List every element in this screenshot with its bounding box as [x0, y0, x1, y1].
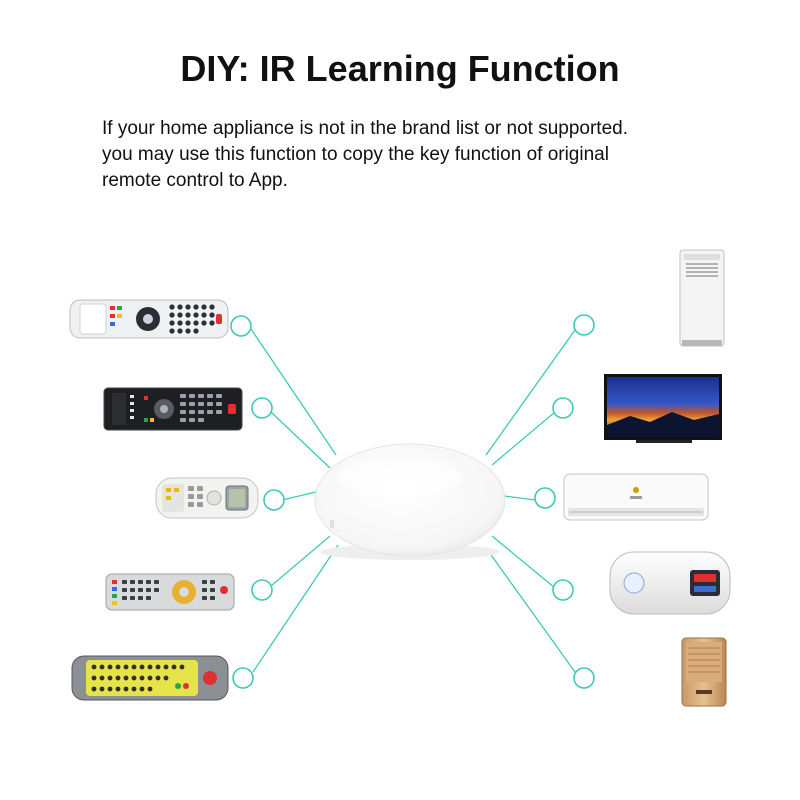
remote-control-1-icon [69, 299, 229, 339]
connector-line [281, 491, 317, 501]
description-line: If your home appliance is not in the bra… [102, 118, 628, 139]
remote-control-4-icon [71, 655, 229, 701]
connector-node [573, 314, 595, 336]
connector-line [250, 328, 337, 456]
television-icon [604, 374, 722, 443]
description: If your home appliance is not in the bra… [102, 116, 722, 194]
connector-node [230, 315, 252, 337]
connector-node [232, 667, 254, 689]
connector-line [485, 329, 576, 456]
ac-remote-control-icon [155, 477, 259, 519]
connector-node [573, 667, 595, 689]
connector-node [263, 489, 285, 511]
remote-control-2-icon [103, 387, 243, 431]
connector-line [491, 411, 556, 466]
connector-line [270, 535, 331, 587]
ir-blaster-hub [314, 443, 506, 560]
air-purifier-icon [681, 637, 727, 707]
connector-node [552, 579, 574, 601]
remote-control-3-icon [105, 573, 235, 611]
page-title: DIY: IR Learning Function [180, 48, 620, 89]
connector-line [485, 547, 576, 673]
water-heater-icon [609, 551, 731, 615]
description-line: you may use this function to copy the ke… [102, 144, 609, 165]
connector-circles [230, 314, 595, 689]
connector-line [252, 544, 339, 673]
connector-lines [250, 328, 576, 673]
split-air-conditioner-icon [563, 473, 709, 521]
connector-node [534, 487, 556, 509]
connector-line [491, 535, 556, 589]
connector-node [552, 397, 574, 419]
connector-node [251, 579, 273, 601]
connector-node [251, 397, 273, 419]
connector-line [503, 495, 536, 501]
description-line: remote control to App. [102, 170, 288, 191]
connector-line [270, 411, 331, 469]
portable-air-conditioner-icon [679, 249, 725, 347]
